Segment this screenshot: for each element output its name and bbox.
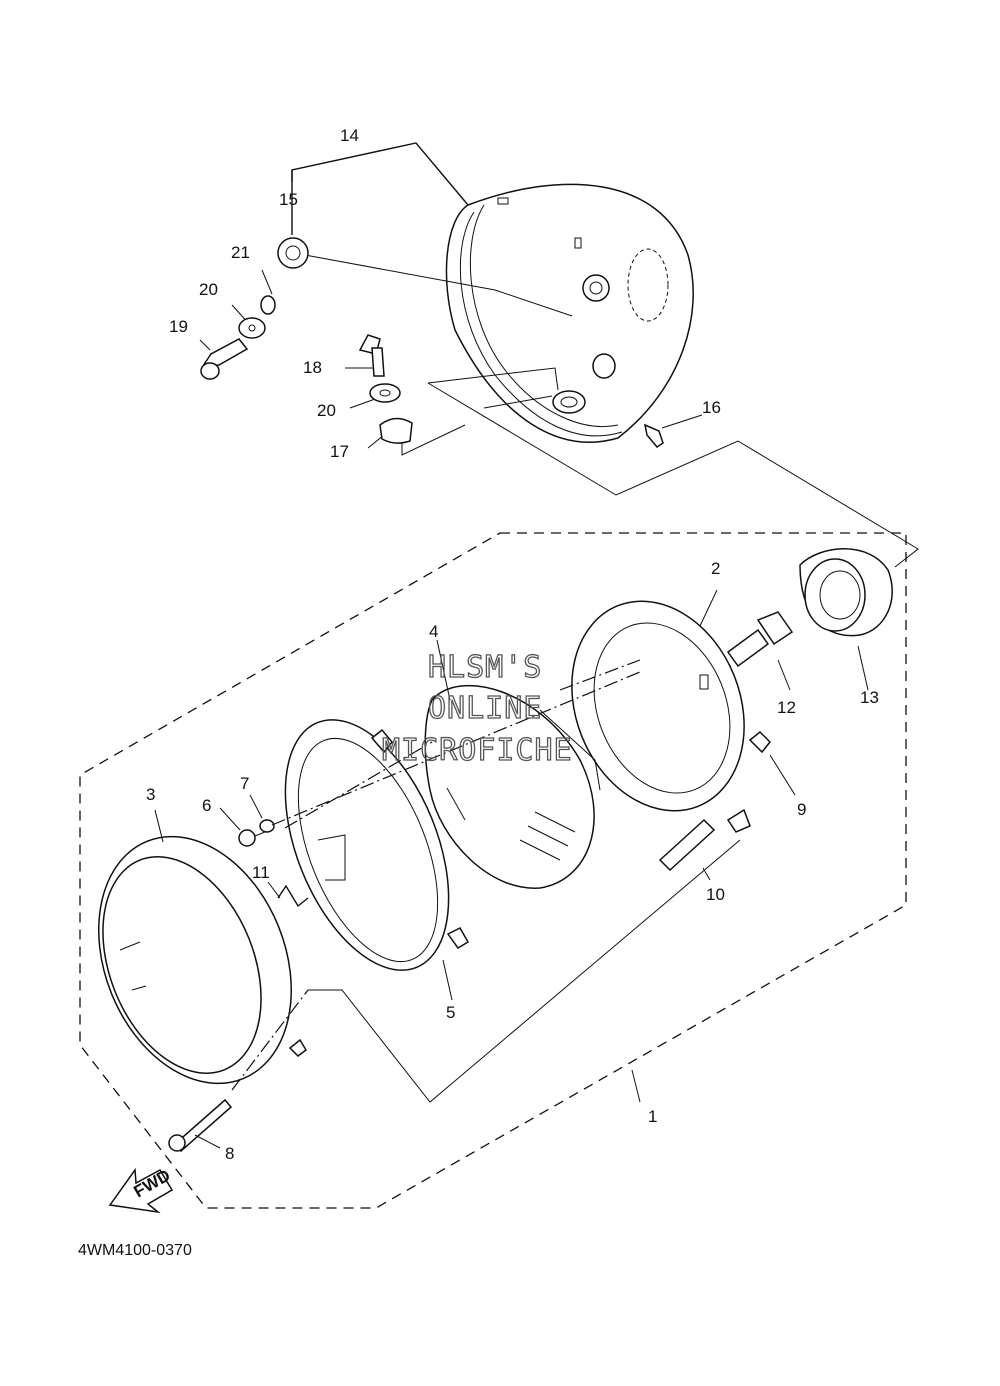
- callout-4: 4: [429, 622, 438, 641]
- callout-6: 6: [202, 796, 211, 815]
- callout-14: 14: [340, 126, 359, 145]
- assembly-boundary: [79, 532, 907, 1209]
- callout-17: 17: [330, 442, 349, 461]
- callout-11: 11: [252, 863, 270, 882]
- socket-cover: [799, 548, 893, 691]
- callouts: 1 2 3 4 5 6 7 8 9 10 11 12 13 14 15 16 1…: [146, 126, 879, 1163]
- lower-hardware: [168, 730, 796, 1153]
- callout-10: 10: [706, 885, 725, 904]
- fwd-arrow: FWD: [108, 1166, 174, 1214]
- rim-ring: [284, 719, 470, 1001]
- upper-leader-lines: [199, 142, 919, 568]
- callout-19: 19: [169, 317, 188, 336]
- callout-20-upper: 20: [199, 280, 218, 299]
- drawing-code: 4WM4100-0370: [78, 1242, 192, 1259]
- callout-12: 12: [777, 698, 796, 717]
- callout-15: 15: [279, 190, 298, 209]
- watermark-line-3: MICROFICHE: [382, 733, 573, 768]
- callout-20-lower: 20: [317, 401, 336, 420]
- outer-rim: [98, 809, 307, 1085]
- lens-mounting-ring: [571, 589, 751, 833]
- watermark-line-1: HLSM'S: [428, 650, 542, 685]
- callout-8: 8: [225, 1144, 234, 1163]
- callout-5: 5: [446, 1003, 455, 1022]
- callout-16: 16: [702, 398, 721, 417]
- sealed-beam-unit: [424, 639, 601, 889]
- callout-13: 13: [860, 688, 879, 707]
- watermark: HLSM'S ONLINE MICROFICHE: [381, 649, 573, 768]
- callout-18: 18: [303, 358, 322, 377]
- callout-9: 9: [797, 800, 806, 819]
- headlight-housing: [445, 183, 694, 443]
- callout-3: 3: [146, 785, 155, 804]
- lower-chain-lines: [231, 659, 741, 1103]
- callout-21: 21: [231, 243, 250, 262]
- upper-hardware: [200, 237, 664, 448]
- callout-7: 7: [240, 774, 249, 793]
- watermark-line-2: ONLINE: [428, 691, 542, 726]
- callout-1: 1: [648, 1107, 657, 1126]
- callout-2: 2: [711, 559, 720, 578]
